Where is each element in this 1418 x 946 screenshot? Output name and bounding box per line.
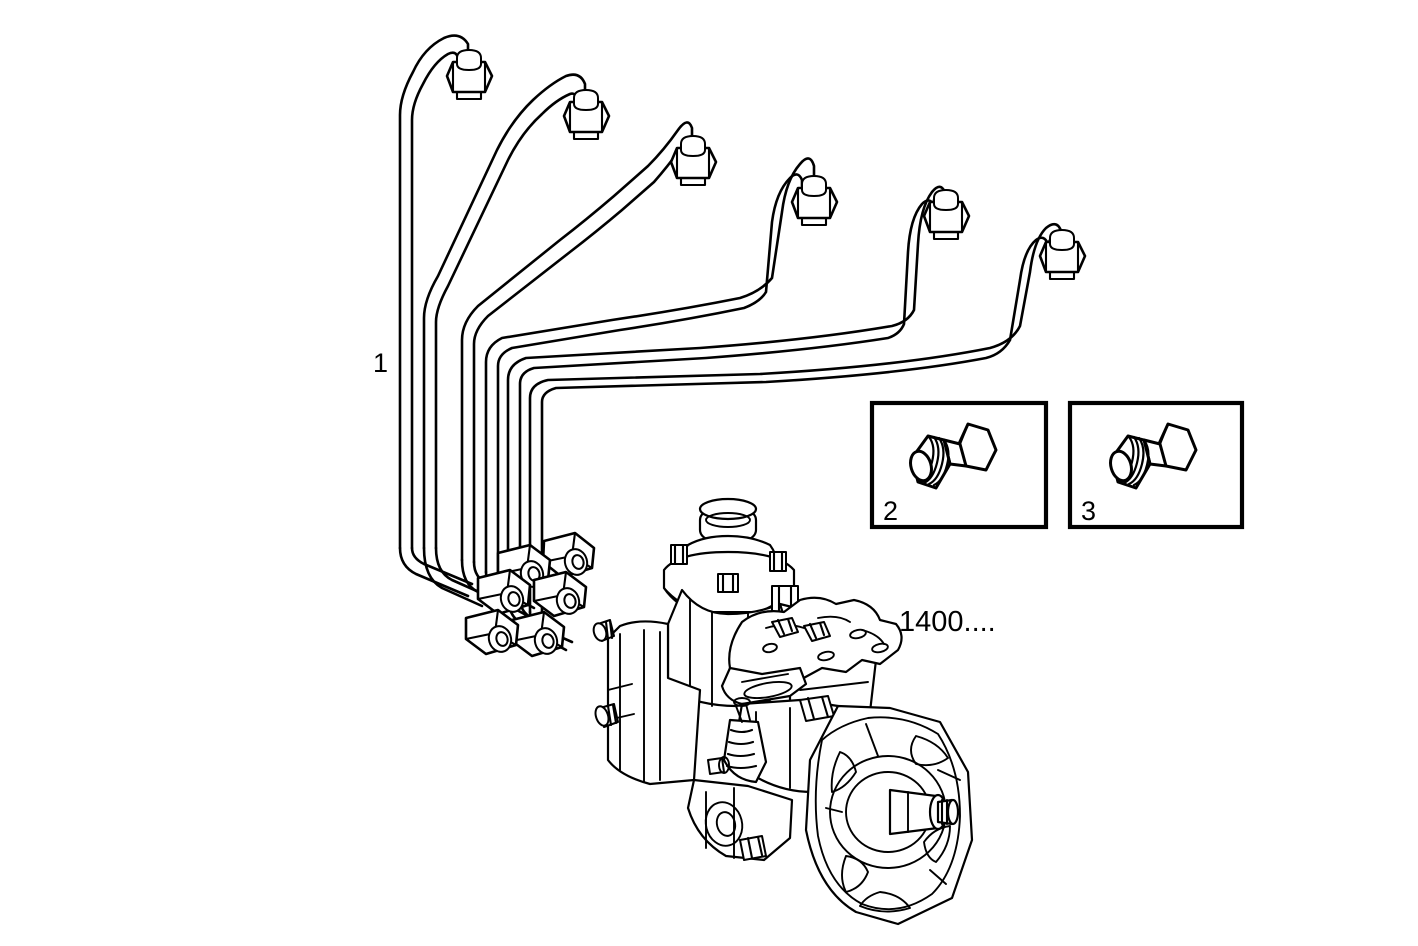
inlet-fitting-a — [541, 531, 596, 579]
hex-fitting-upper-2 — [562, 89, 611, 141]
pump-port-upper-left — [592, 619, 615, 642]
inlet-fitting-f — [464, 608, 520, 656]
pump-inlet-fitting-cluster — [464, 531, 596, 658]
reference-text: 1400.... — [899, 606, 996, 638]
part-label-1: 1 — [373, 348, 388, 378]
callout-box-2: 2 — [869, 400, 1049, 530]
hex-fitting-upper-4 — [790, 175, 839, 227]
hex-head-bolt-2 — [909, 422, 998, 490]
fuel-line-6 — [528, 222, 1064, 616]
governor-bolt-left — [670, 543, 688, 566]
fuel-line-4 — [484, 157, 816, 576]
pump-port-lower-left — [594, 703, 619, 728]
housing-center-bolt — [799, 695, 835, 722]
governor-bolt-right — [769, 550, 787, 573]
inlet-fitting-e — [510, 610, 566, 658]
pump-side-port — [707, 756, 730, 775]
callout-label-2: 2 — [883, 496, 898, 526]
inlet-fitting-c — [532, 570, 588, 618]
foot-bolt — [739, 835, 767, 861]
governor-bolt-front — [717, 572, 739, 594]
hex-fitting-upper-6 — [1038, 229, 1087, 281]
hex-fitting-upper-3 — [669, 135, 718, 187]
mounting-flange — [804, 704, 974, 926]
callout-label-3: 3 — [1081, 496, 1096, 526]
pump-bellows — [722, 697, 768, 784]
hex-fitting-upper-1 — [445, 49, 494, 101]
fuel-line-2 — [422, 73, 587, 550]
fuel-line-1 — [398, 34, 470, 550]
hex-fitting-upper-5 — [922, 189, 971, 241]
hex-head-bolt-3 — [1109, 422, 1198, 490]
fuel-line-5 — [506, 185, 948, 600]
injection-pump — [592, 497, 974, 926]
inlet-fitting-d — [476, 568, 532, 616]
fuel-line-assembly — [398, 34, 1087, 658]
governor-cover — [662, 497, 796, 616]
callout-box-3: 3 — [1067, 400, 1245, 530]
